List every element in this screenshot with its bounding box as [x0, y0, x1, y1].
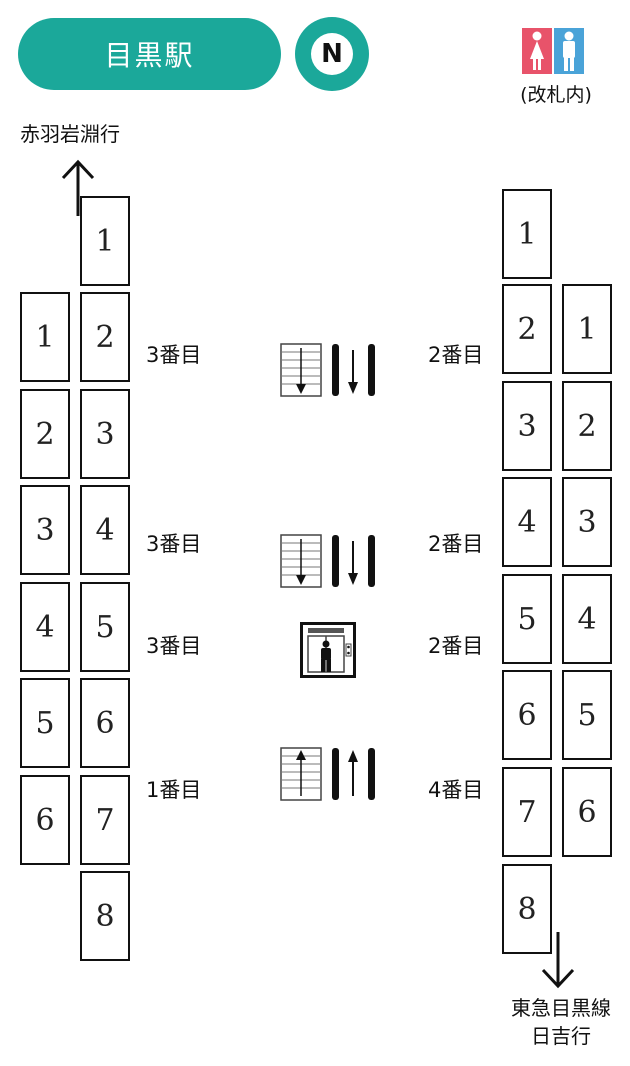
line-badge-letter: N [321, 39, 343, 69]
up-escalator-stairs-icon [280, 747, 375, 801]
arrow-down-icon [541, 932, 575, 989]
facility-2-right-position: 2番目 [428, 532, 484, 556]
restroom-note: (改札内) [520, 84, 592, 106]
station-name-badge: 目黒駅 [18, 18, 281, 90]
right-outer-car-1: 1 [562, 284, 612, 374]
right-outer-car-5: 5 [562, 670, 612, 760]
line-badge: N [295, 17, 369, 91]
left-inner-car-1: 1 [80, 196, 130, 286]
arrow-up-icon [61, 159, 95, 216]
restroom-icon [522, 28, 584, 74]
facility-2-left-position: 3番目 [146, 532, 202, 556]
right-inner-car-7: 7 [502, 767, 552, 857]
right-inner-car-3: 3 [502, 381, 552, 471]
station-name: 目黒駅 [104, 39, 195, 72]
right-inner-car-5: 5 [502, 574, 552, 664]
facility-4-right-position: 4番目 [428, 778, 484, 802]
left-inner-car-2: 2 [80, 292, 130, 382]
down-escalator-stairs-icon [280, 534, 375, 588]
right-inner-car-4: 4 [502, 477, 552, 567]
right-inner-car-2: 2 [502, 284, 552, 374]
right-outer-car-3: 3 [562, 477, 612, 567]
left-inner-car-5: 5 [80, 582, 130, 672]
right-outer-car-4: 4 [562, 574, 612, 664]
right-inner-car-1: 1 [502, 189, 552, 279]
right-outer-car-2: 2 [562, 381, 612, 471]
left-inner-car-3: 3 [80, 389, 130, 479]
right-inner-car-6: 6 [502, 670, 552, 760]
top-destination: 赤羽岩淵行 [20, 122, 120, 146]
left-outer-car-5: 5 [20, 678, 70, 768]
left-inner-car-8: 8 [80, 871, 130, 961]
left-outer-car-2: 2 [20, 389, 70, 479]
left-inner-car-4: 4 [80, 485, 130, 575]
facility-3-left-position: 3番目 [146, 634, 202, 658]
right-inner-car-8: 8 [502, 864, 552, 954]
right-outer-car-6: 6 [562, 767, 612, 857]
left-outer-car-6: 6 [20, 775, 70, 865]
elevator-icon [300, 622, 356, 678]
bottom-destination-name: 日吉行 [531, 1024, 591, 1048]
facility-1-left-position: 3番目 [146, 343, 202, 367]
left-outer-car-3: 3 [20, 485, 70, 575]
left-inner-car-7: 7 [80, 775, 130, 865]
facility-1-right-position: 2番目 [428, 343, 484, 367]
left-inner-car-6: 6 [80, 678, 130, 768]
bottom-destination: 東急目黒線 日吉行 [496, 994, 626, 1050]
down-escalator-stairs-icon [280, 343, 375, 397]
left-outer-car-4: 4 [20, 582, 70, 672]
bottom-line-name: 東急目黒線 [511, 996, 611, 1020]
left-outer-car-1: 1 [20, 292, 70, 382]
facility-3-right-position: 2番目 [428, 634, 484, 658]
facility-4-left-position: 1番目 [146, 778, 202, 802]
